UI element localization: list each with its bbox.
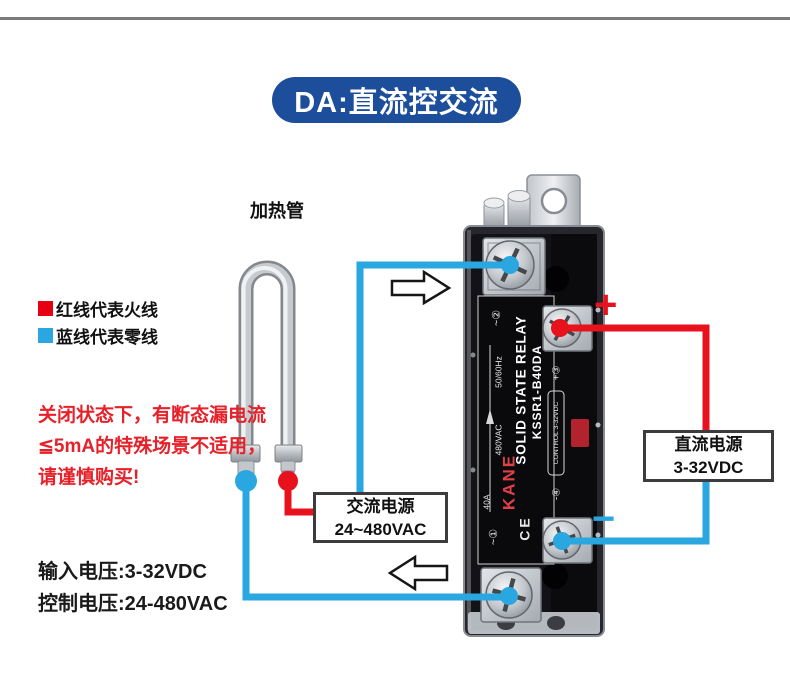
tube-collar [280,460,296,473]
solid-state-relay: ~② SOLID STATE RELAY KSSR1-B40DA 50/60Hz… [463,174,605,637]
relay-terminal-4-label: -④ [552,488,563,500]
relay-label [477,295,555,565]
dc-source-box: 直流电源 3-32VDC [643,430,774,482]
relay-terminal-3-label: +③ [552,366,563,381]
warning-line: ≦5mA的特殊场景不适用， [38,436,267,457]
wire-terminal-dot [500,587,518,605]
wire-terminal-dot [235,470,257,492]
wire-blue-relay-to-ac [356,261,510,498]
heating-tube [230,260,303,479]
ac-source-box: 交流电源 24~480VAC [313,492,448,543]
warning-line: 请谨慎购买! [38,467,140,488]
dc-source-range: 3-32VDC [673,458,744,477]
wire-red-tube-to-ac [284,481,317,516]
relay-terminal-2-label: ~② [491,310,503,326]
flow-arrow-right-icon [390,269,452,306]
legend: 红线代表火线 蓝线代表零线 [38,295,158,349]
warning-text: 关闭状态下，有断态漏电流 ≦5mA的特殊场景不适用， 请谨慎购买! [38,400,266,493]
relay-recess-hole [543,266,569,292]
plus-sign: + [594,283,618,327]
legend-label: 蓝线代表零线 [56,328,158,347]
ac-source-name: 交流电源 [346,496,415,516]
relay-load-current: 40A [481,494,491,509]
wire-blue-dc-to-relay [564,477,710,545]
spec-line: 输入电压:3-32VDC [38,561,207,583]
legend-label: 红线代表火线 [56,301,158,320]
warning-line: 关闭状态下，有断态漏电流 [38,405,267,426]
relay-control-rating: CONTROL 3-32VDC [553,402,560,465]
title-badge-label: DA:直流控交流 [294,87,499,119]
relay-product-name: SOLID STATE RELAY [514,315,529,464]
control-rating-frame [547,390,565,476]
dc-source-name: 直流电源 [674,435,743,454]
wire-terminal-dot [553,532,571,550]
relay-load-voltage: 480VAC [493,424,503,455]
ac-source-range: 24~480VAC [334,519,427,539]
label-arrow-icon [486,409,494,424]
red-wire-swatch-icon [38,301,53,316]
wire-terminal-dot [278,471,298,491]
legend-item: 红线代表火线 [38,295,158,322]
tube-nut [274,444,303,463]
spec-text: 输入电压:3-32VDC 控制电压:24-480VAC [38,556,228,620]
relay-model: KSSR1-B40DA [530,345,544,439]
relay-ce-mark: CE [517,515,533,540]
flow-arrow-left-icon [387,554,449,592]
heater-label: 加热管 [250,201,304,221]
top-divider [0,17,790,20]
wires [235,256,710,605]
relay-recess-hole [542,563,568,589]
relay-brand: KANE [499,454,518,510]
wire-terminal-dot [551,319,569,337]
blue-wire-swatch-icon [38,328,53,343]
wire-red-relay-to-dc [560,324,710,436]
wire-terminal-dot [501,256,519,274]
mounting-hole [540,187,568,215]
relay-terminal-1-label: ~① [488,529,500,545]
title-badge: DA:直流控交流 [272,77,521,123]
relay-frequency: 50/60Hz [493,356,503,388]
legend-item: 蓝线代表零线 [38,322,158,349]
spec-line: 控制电压:24-480VAC [38,593,228,615]
status-indicator [571,419,589,447]
wire-blue-tube-to-relay [242,481,509,601]
minus-sign: − [592,497,616,541]
